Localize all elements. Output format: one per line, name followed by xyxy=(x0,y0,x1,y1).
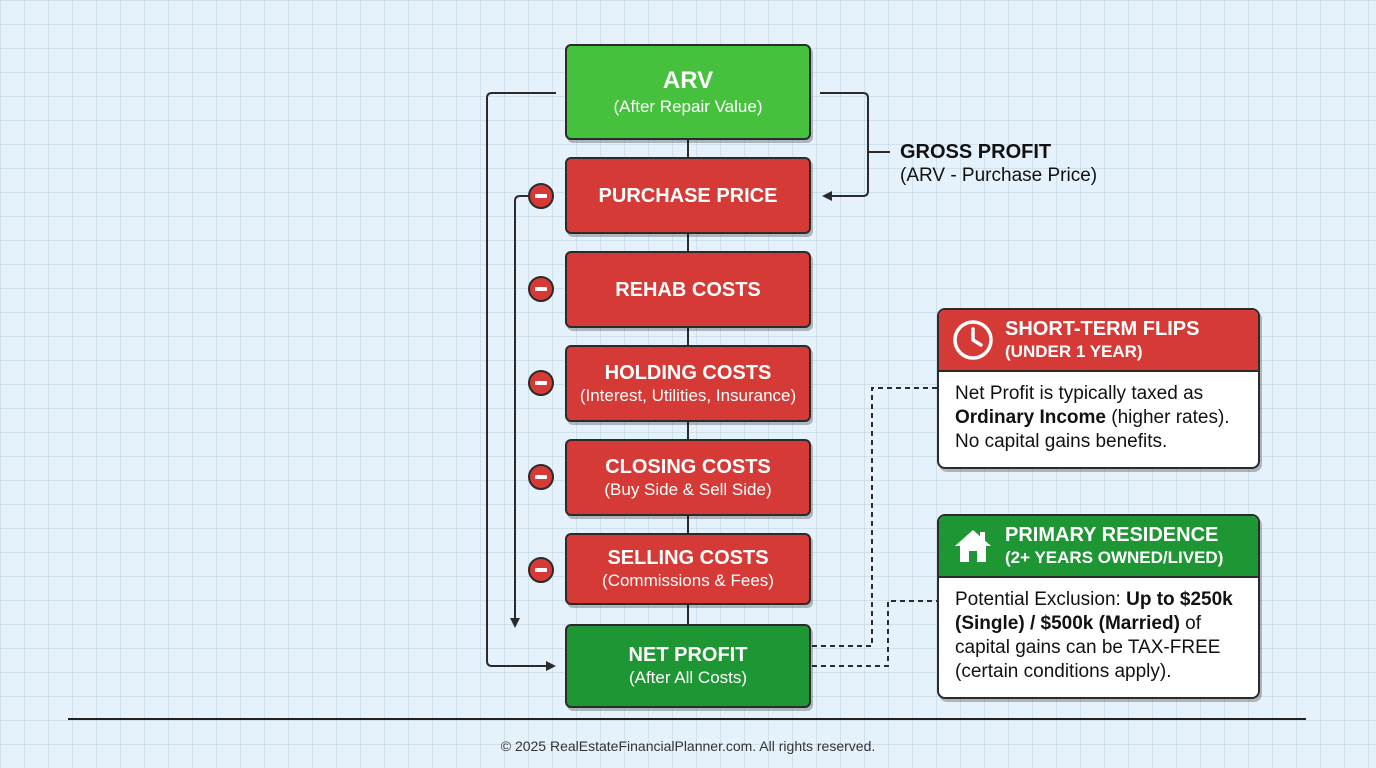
net-profit-title: NET PROFIT xyxy=(628,644,748,666)
net-profit-subtitle: (After All Costs) xyxy=(628,668,748,687)
footer-divider xyxy=(68,718,1306,720)
primary-residence-subtitle: (2+ YEARS OWNED/LIVED) xyxy=(1005,548,1224,567)
house-icon xyxy=(955,530,991,562)
holding-costs-box: HOLDING COSTS (Interest, Utilities, Insu… xyxy=(565,345,811,422)
gross-profit-bracket xyxy=(820,92,869,201)
short-term-body-bold: Ordinary Income xyxy=(955,407,1106,428)
selling-costs-title: SELLING COSTS xyxy=(607,547,769,569)
arv-title: ARV xyxy=(662,67,714,94)
arv-box: ARV (After Repair Value) xyxy=(565,44,811,140)
footer-copyright: © 2025 RealEstateFinancialPlanner.com. A… xyxy=(500,738,876,754)
gross-profit-label: GROSS PROFIT (ARV - Purchase Price) xyxy=(900,140,1097,188)
arv-to-net-arrow xyxy=(486,92,556,671)
dashed-connector-short-term xyxy=(812,387,938,647)
minus-icon xyxy=(528,276,554,302)
closing-costs-subtitle: (Buy Side & Sell Side) xyxy=(604,479,772,499)
purchase-price-title: PURCHASE PRICE xyxy=(598,184,778,207)
short-term-flips-title: SHORT-TERM FLIPS xyxy=(1005,318,1200,340)
minus-icon xyxy=(528,557,554,583)
short-term-body-text-1: Net Profit is typically taxed as xyxy=(955,383,1204,404)
primary-residence-card: PRIMARY RESIDENCE (2+ YEARS OWNED/LIVED)… xyxy=(937,514,1260,699)
holding-costs-subtitle: (Interest, Utilities, Insurance) xyxy=(579,385,797,405)
rehab-costs-box: REHAB COSTS xyxy=(565,251,811,328)
primary-residence-body: Potential Exclusion: Up to $250k (Single… xyxy=(939,578,1258,694)
primary-body-text-1: Potential Exclusion: xyxy=(955,589,1127,610)
minus-icon xyxy=(528,183,554,209)
gross-profit-subtitle: (ARV - Purchase Price) xyxy=(900,165,1098,186)
short-term-flips-subtitle: (UNDER 1 YEAR) xyxy=(1005,342,1143,361)
primary-body-bold: Up to $250k (Single) / $500k (Married) xyxy=(955,589,1233,634)
closing-costs-box: CLOSING COSTS (Buy Side & Sell Side) xyxy=(565,439,811,516)
primary-residence-header: PRIMARY RESIDENCE (2+ YEARS OWNED/LIVED) xyxy=(939,516,1258,578)
short-term-flips-header: SHORT-TERM FLIPS (UNDER 1 YEAR) xyxy=(939,310,1258,372)
clock-icon xyxy=(953,320,993,360)
gross-profit-title: GROSS PROFIT xyxy=(900,141,1052,163)
holding-costs-title: HOLDING COSTS xyxy=(604,361,772,384)
selling-costs-subtitle: (Commissions & Fees) xyxy=(602,571,774,590)
closing-costs-title: CLOSING COSTS xyxy=(605,455,771,478)
short-term-flips-body: Net Profit is typically taxed as Ordinar… xyxy=(939,372,1258,464)
purchase-price-box: PURCHASE PRICE xyxy=(565,157,811,234)
primary-body-text-2: of capital gains can be TAX-FREE (certai… xyxy=(955,613,1221,682)
costs-to-net-arrow xyxy=(510,195,528,628)
rehab-costs-title: REHAB COSTS xyxy=(615,278,761,301)
primary-residence-title: PRIMARY RESIDENCE xyxy=(1005,524,1219,546)
net-profit-box: NET PROFIT (After All Costs) xyxy=(565,624,811,708)
dashed-connector-primary xyxy=(812,600,938,667)
short-term-flips-card: SHORT-TERM FLIPS (UNDER 1 YEAR) Net Prof… xyxy=(937,308,1260,469)
short-term-body-text-2: (higher rates). No capital gains benefit… xyxy=(955,407,1230,452)
arv-subtitle: (After Repair Value) xyxy=(613,97,763,116)
selling-costs-box: SELLING COSTS (Commissions & Fees) xyxy=(565,533,811,605)
minus-icon xyxy=(528,464,554,490)
minus-icon xyxy=(528,370,554,396)
